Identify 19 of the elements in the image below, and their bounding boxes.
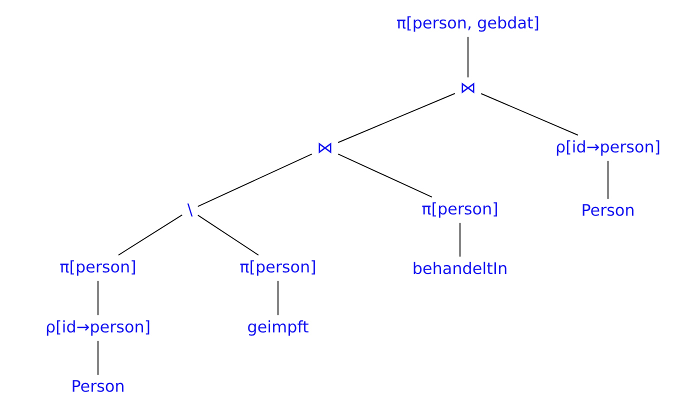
tree-edge xyxy=(197,154,312,207)
tree-edge xyxy=(118,214,183,256)
operator-label: Person xyxy=(582,204,634,216)
operator-label: ρ[id→person] xyxy=(46,320,150,336)
operator-label: π[person] xyxy=(240,260,315,276)
tree-edge xyxy=(197,214,259,256)
operator-label: π[person] xyxy=(60,260,135,276)
operator-label: behandeltIn xyxy=(414,262,506,274)
operator-label: ρ[id→person] xyxy=(556,140,660,156)
operator-label: \ xyxy=(187,203,193,217)
operator-label: π[person] xyxy=(422,202,497,218)
operator-label: π[person, gebdat] xyxy=(397,16,538,32)
operator-label: ⋈ xyxy=(318,142,332,154)
operator-label: ⋈ xyxy=(462,82,474,94)
operator-label: Person xyxy=(72,380,124,392)
operator-label: geimpft xyxy=(248,320,308,336)
tree-edge xyxy=(480,93,578,136)
tree-edge xyxy=(338,154,432,198)
tree-edge xyxy=(338,93,456,143)
